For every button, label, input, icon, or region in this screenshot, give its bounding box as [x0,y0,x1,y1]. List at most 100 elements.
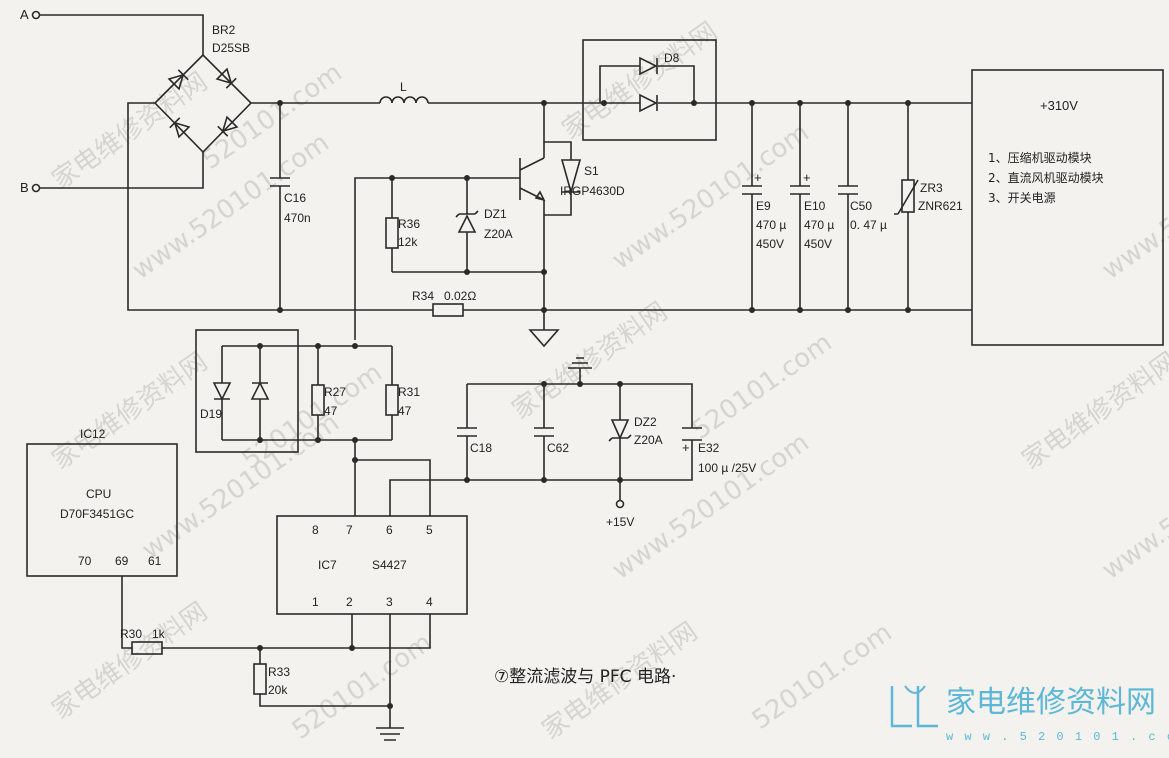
svg-text:D25SB: D25SB [212,41,250,55]
terminal-a: A [20,7,41,22]
svg-text:B: B [20,180,29,195]
watermark-text: www.520101.com [137,408,345,566]
wire-b [40,152,204,189]
svg-text:C16: C16 [284,191,306,205]
svg-text:R27: R27 [324,385,346,399]
svg-text:R34: R34 [412,289,434,303]
svg-text:4: 4 [426,595,433,609]
watermark-text: www.520101.com [607,118,815,276]
svg-text:R36: R36 [398,217,420,231]
watermark-text: www.520101.com [1097,128,1169,286]
svg-text:470 µ: 470 µ [756,218,786,232]
svg-text:2: 2 [346,595,353,609]
capacitor-e9: + E9 470 µ 450V [742,100,786,313]
svg-text:61: 61 [148,554,162,568]
watermark-text: 520101.com [747,618,898,736]
svg-text:ZNR621: ZNR621 [918,199,963,213]
watermark-text: 家电维修资料网 [1017,347,1169,476]
watermark-text: 520101.com [687,328,838,446]
watermark-text: 家电维修资料网 [557,17,723,146]
ic7-driver: 8 7 6 5 IC7 S4427 1 2 3 4 [276,515,468,741]
svg-text:E10: E10 [804,199,826,213]
svg-text:12k: 12k [398,235,418,249]
capacitor-c50: C50 0. 47 µ [838,100,887,313]
resistor-r30: R30 1k [120,614,431,655]
svg-text:Z20A: Z20A [484,227,513,241]
wire-ic7-pin5 [355,459,431,516]
svg-text:D8: D8 [664,51,680,65]
capacitor-c16: C16 470n [270,100,311,313]
svg-text:D70F3451GC: D70F3451GC [60,507,134,521]
svg-text:450V: 450V [804,237,832,251]
watermark-layer: 家电维修资料网 520101.com www.520101.com 家电维修资料… [47,17,1169,746]
svg-text:69: 69 [115,554,129,568]
svg-text:470 µ: 470 µ [804,218,834,232]
load-item: 1、压缩机驱动模块 [988,150,1092,165]
svg-text:D19: D19 [200,407,222,421]
svg-text:E9: E9 [756,199,771,213]
watermark-text: 家电维修资料网 [47,67,213,196]
svg-text:+: + [682,440,690,455]
svg-text:0.02Ω: 0.02Ω [444,289,476,303]
svg-text:ZR3: ZR3 [920,181,943,195]
svg-text:R33: R33 [268,665,290,679]
resistor-r36: R36 12k [385,175,420,272]
svg-text:IC12: IC12 [80,427,106,441]
bridge-rectifier-br2: BR2 D25SB [153,23,253,154]
svg-text:6: 6 [386,523,393,537]
svg-text:C62: C62 [547,441,569,455]
svg-text:100 µ /25V: 100 µ /25V [698,461,756,475]
svg-text:8: 8 [312,523,319,537]
svg-text:3: 3 [386,595,393,609]
watermark-text: 520101.com [287,628,438,746]
svg-text:R31: R31 [398,385,420,399]
svg-text:20k: 20k [268,683,288,697]
supply-15v-section: C18 C62 DZ2 Z20A + E32 100 µ /25V +15V [389,357,756,529]
terminal-b: B [20,180,41,195]
svg-text:C18: C18 [470,441,492,455]
logo-text: 家电维修资料网 [946,685,1156,720]
svg-text:A: A [20,7,29,22]
svg-text:E32: E32 [698,441,720,455]
svg-text:IC7: IC7 [318,558,337,572]
load-item: 2、直流风机驱动模块 [988,171,1104,185]
svg-text:C50: C50 [850,199,872,213]
watermark-text: 家电维修资料网 [47,347,213,476]
svg-text:47: 47 [324,404,338,418]
svg-text:+: + [803,170,811,185]
svg-text:L: L [400,80,407,94]
load-box: +310V 1、压缩机驱动模块 2、直流风机驱动模块 3、开关电源 [971,69,1164,346]
load-voltage: +310V [1040,98,1078,113]
svg-text:5: 5 [426,523,433,537]
logo-url: w w w . 5 2 0 1 0 1 . c o m [946,730,1169,744]
svg-text:70: 70 [78,554,92,568]
capacitor-e10: + E10 470 µ 450V [790,100,834,313]
svg-text:DZ1: DZ1 [484,207,507,221]
svg-text:1k: 1k [152,627,166,641]
inductor-l: L [379,80,429,104]
load-item: 3、开关电源 [988,191,1056,205]
gate-network-box: D19 R27 47 R31 47 [195,329,420,453]
diagram-title: ⑦整流滤波与 PFC 电路· [494,667,676,687]
watermark-text: 家电维修资料网 [507,297,673,426]
watermark-text: 家电维修资料网 [47,597,213,726]
diode-d8-box: D8 [582,39,730,141]
svg-text:CPU: CPU [86,487,111,501]
zener-dz1: DZ1 Z20A [455,175,513,272]
svg-text:0. 47 µ: 0. 47 µ [850,218,887,232]
svg-text:IRGP4630D: IRGP4630D [560,184,625,198]
svg-text:1: 1 [312,595,319,609]
ic12-cpu: IC12 CPU D70F3451GC 70 69 61 [26,427,178,649]
wire-a [40,14,204,55]
svg-text:47: 47 [398,404,412,418]
svg-text:Z20A: Z20A [634,433,663,447]
svg-text:+15V: +15V [606,515,634,529]
svg-text:DZ2: DZ2 [634,415,657,429]
svg-text:450V: 450V [756,237,784,251]
watermark-text: www.520101.com [1097,428,1169,586]
svg-text:S1: S1 [584,164,599,178]
varistor-zr3: ZR3 ZNR621 [894,100,963,313]
site-logo: 家电维修资料网 w w w . 5 2 0 1 0 1 . c o m [890,685,1169,744]
